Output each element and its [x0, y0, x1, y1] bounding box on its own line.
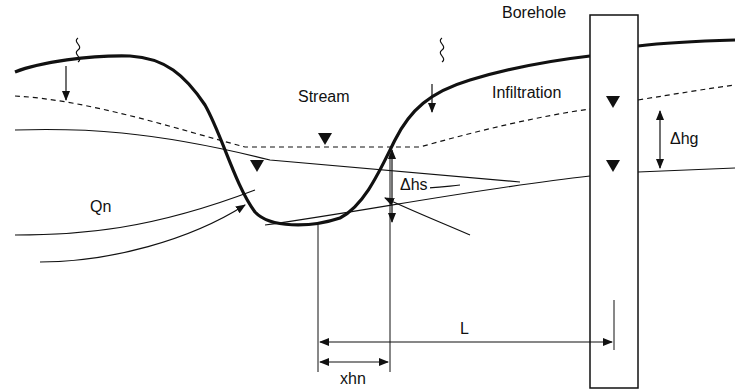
discharge-label: Qn: [88, 198, 113, 216]
stream-head-label: Δhs: [398, 176, 430, 194]
wetted-width-label: xhn: [338, 370, 368, 388]
infiltration-label: Infiltration: [490, 84, 563, 102]
distance-label: L: [458, 320, 471, 338]
borehole-label: Borehole: [500, 4, 568, 22]
groundwater-head-label: Δhg: [668, 130, 700, 148]
stream-label: Stream: [296, 88, 352, 106]
